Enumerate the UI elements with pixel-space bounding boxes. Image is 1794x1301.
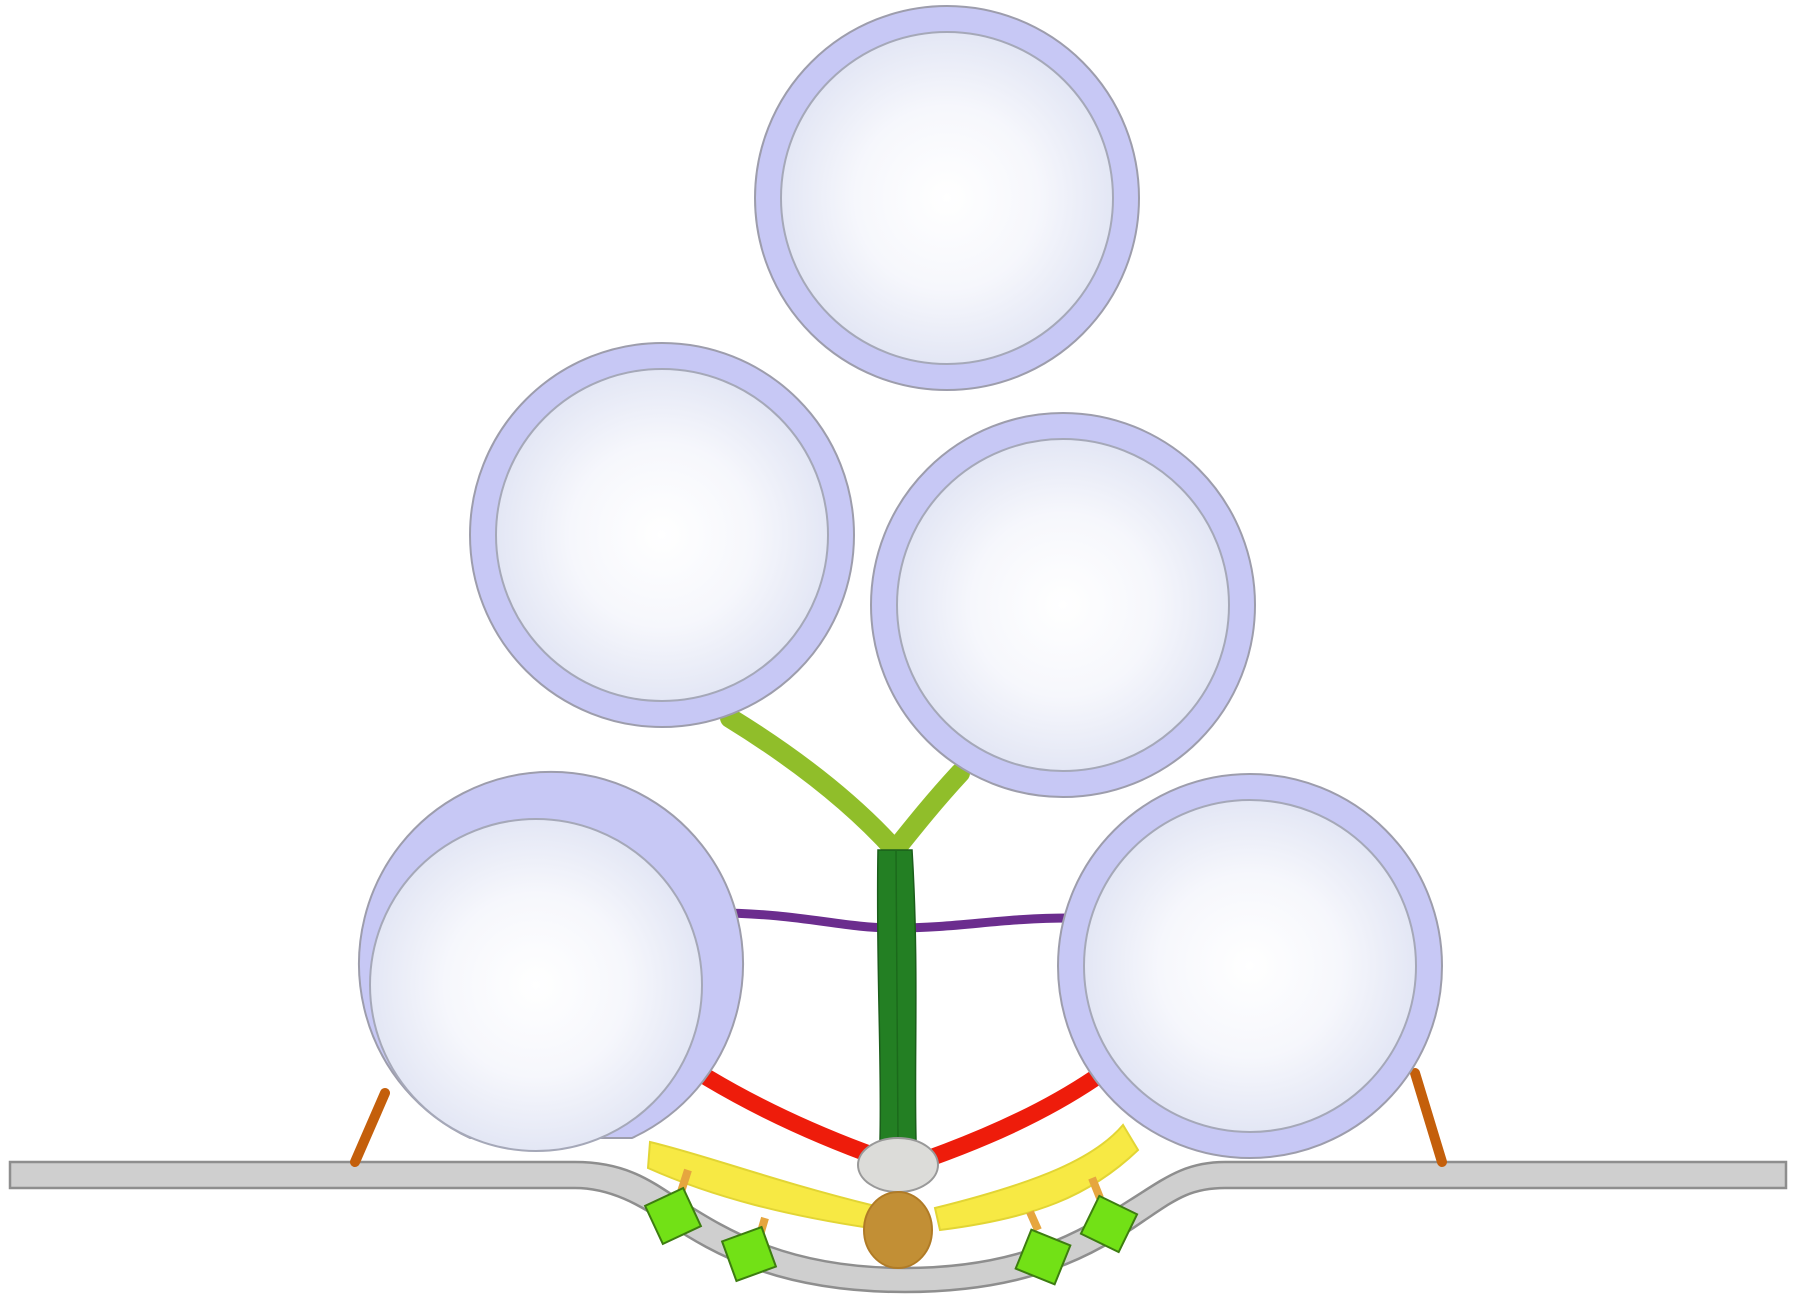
gray-node [858, 1138, 938, 1192]
vesicle-lower-right [1058, 774, 1442, 1158]
left-tether [730, 718, 895, 850]
right-orange-anchor [1415, 1073, 1442, 1162]
left-orange-anchor [355, 1093, 385, 1162]
right-red-link [930, 1078, 1095, 1158]
left-red-link [708, 1078, 880, 1158]
vesicle-upper-right [871, 413, 1255, 797]
vesicle-lower-left [359, 772, 743, 1151]
vesicle-top [755, 6, 1139, 390]
channel-anchor-3 [1030, 1212, 1038, 1230]
brown-node [864, 1192, 932, 1268]
vesicle-upper-left [470, 343, 854, 727]
right-tether [895, 773, 960, 850]
